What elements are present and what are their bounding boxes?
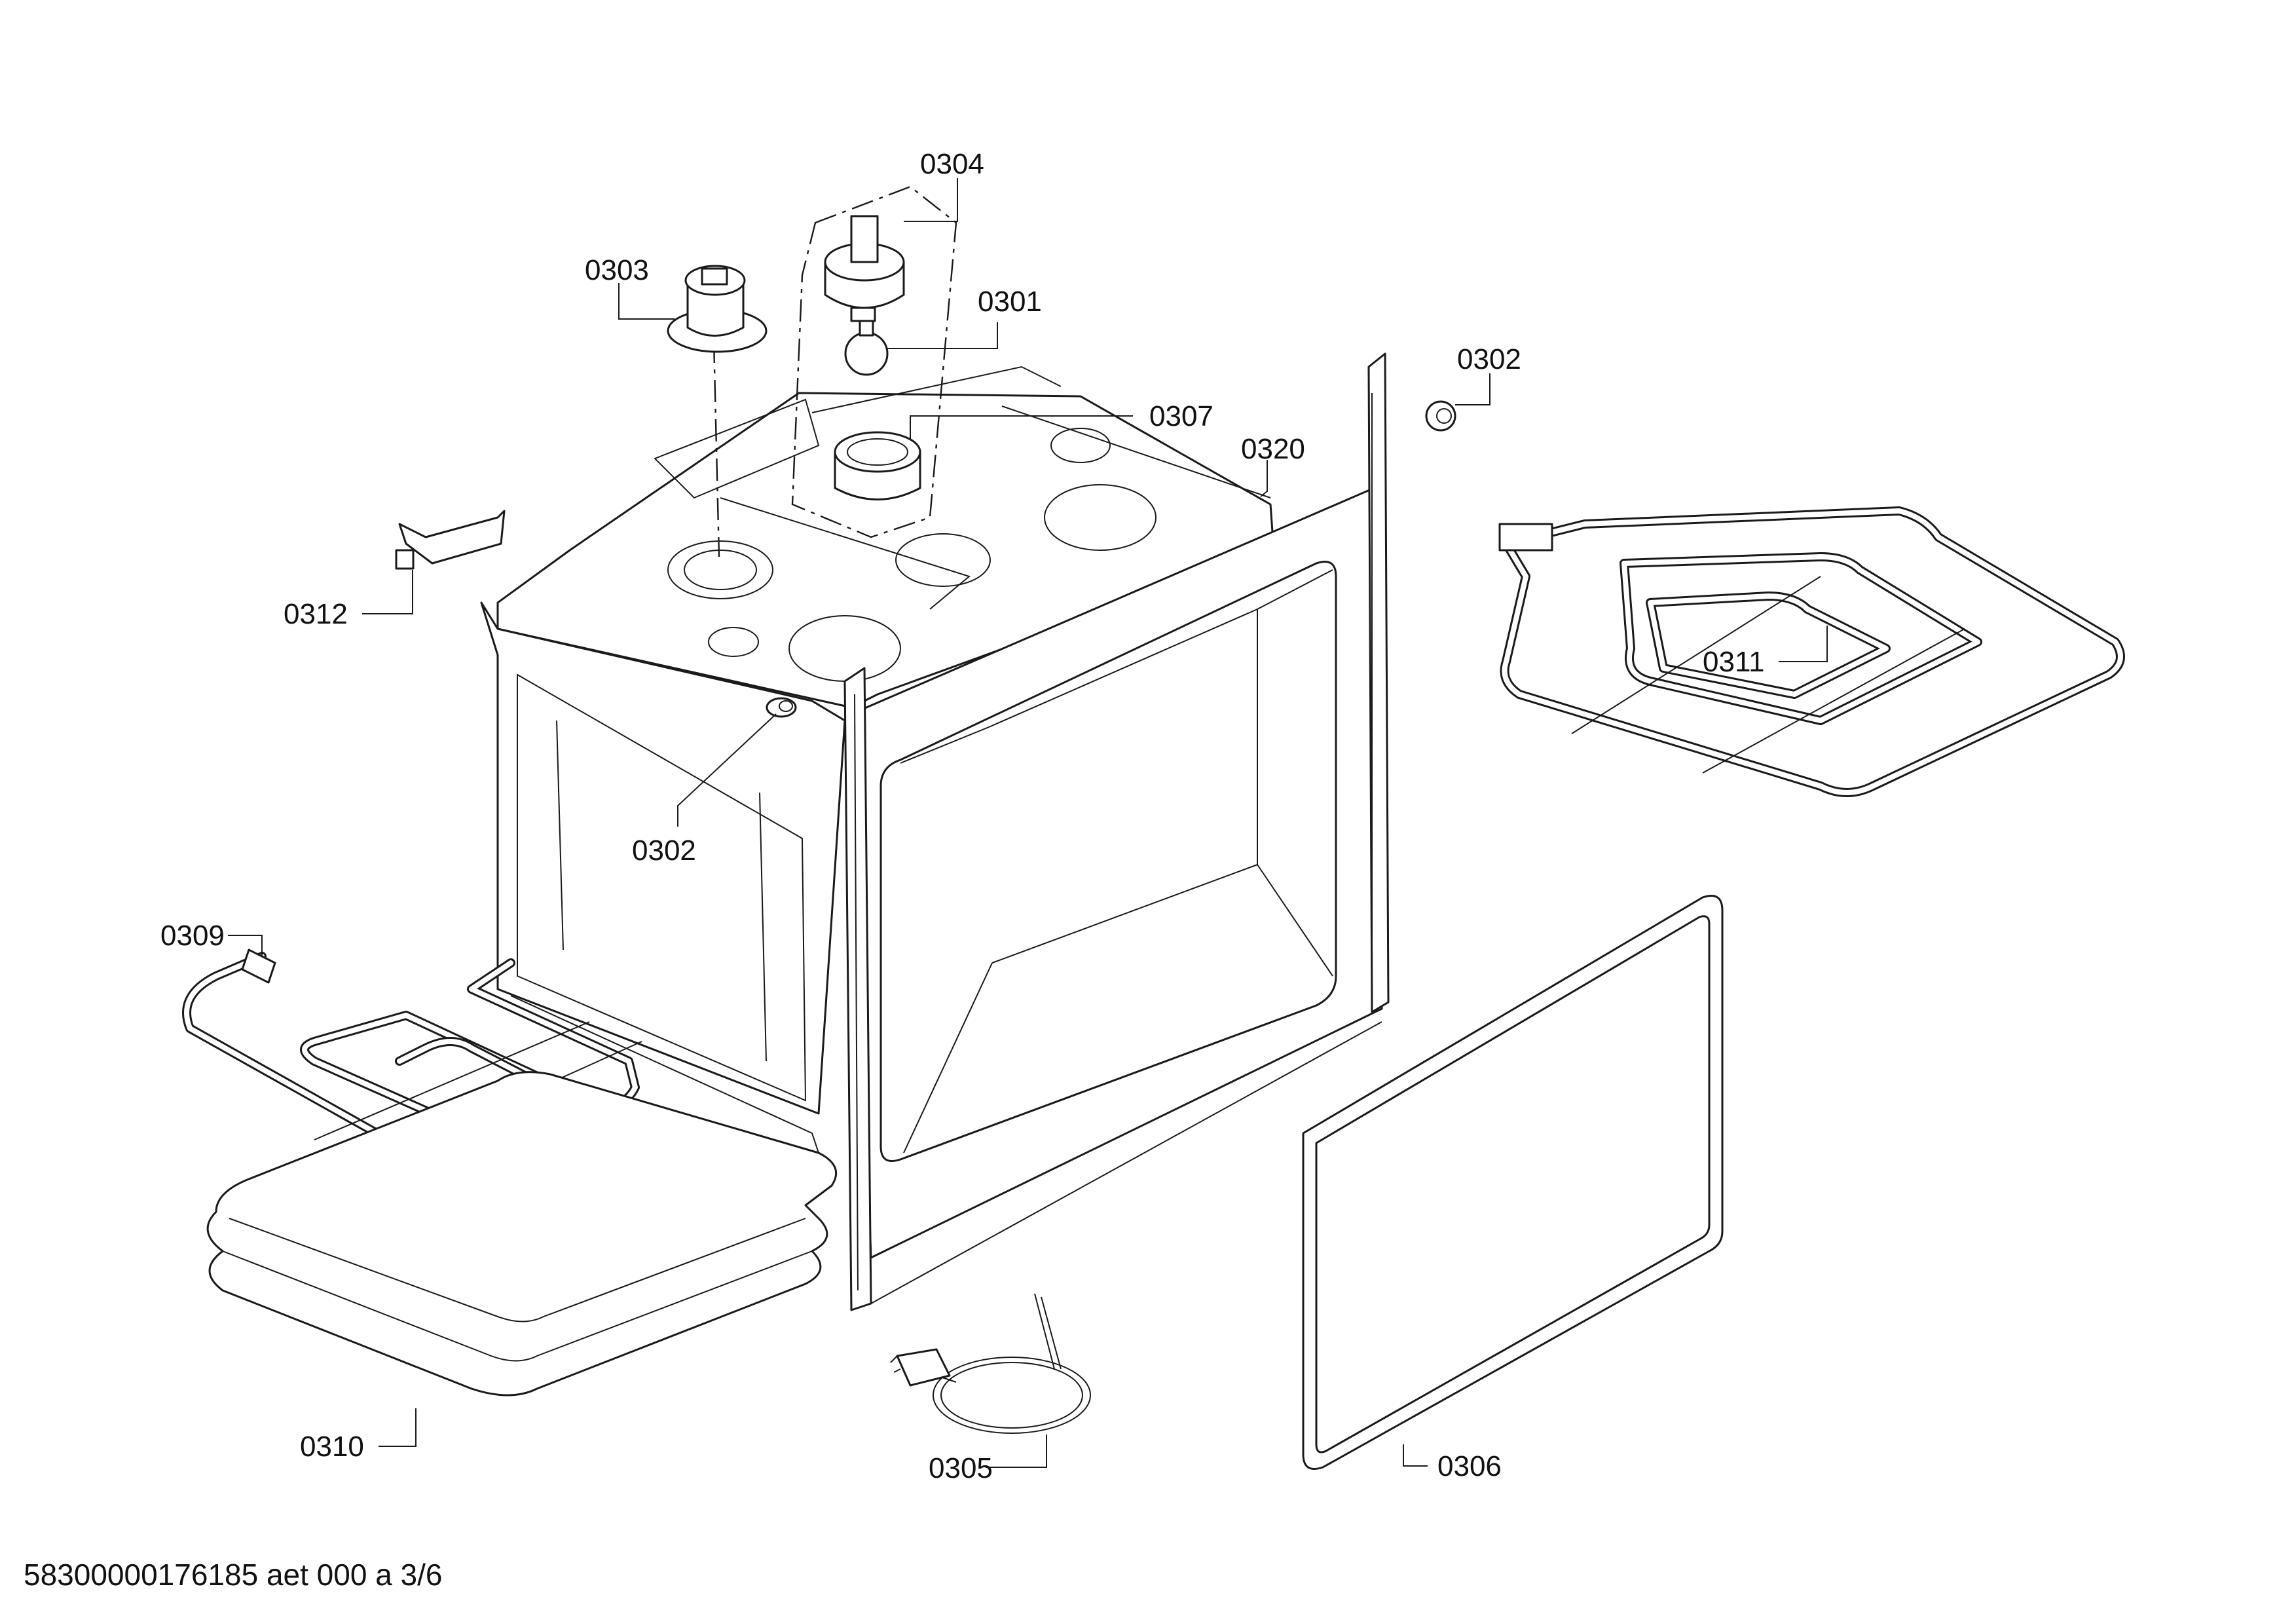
- part-0307-lamp-holder: [834, 431, 921, 500]
- part-0312-bracket: [395, 510, 506, 570]
- footer-document-code: 58300000176185 aet 000 a 3/6: [24, 1558, 443, 1592]
- part-0302-plug-right: [1425, 400, 1456, 432]
- label-0301: 0301: [978, 286, 1042, 318]
- label-0312: 0312: [284, 598, 348, 630]
- label-0304: 0304: [920, 148, 984, 180]
- label-0305: 0305: [929, 1452, 993, 1484]
- label-0309: 0309: [160, 920, 225, 952]
- part-0303-motor: [667, 265, 768, 353]
- label-0307: 0307: [1149, 400, 1213, 432]
- part-0301-lamp: [844, 320, 889, 376]
- part-0311-grill-element: [1498, 506, 2125, 797]
- oven-cavity: [480, 352, 1390, 1311]
- part-labels: 0304 0301 0303 0302 0307 0320 0312 0311 …: [160, 148, 1765, 1484]
- label-0306: 0306: [1437, 1450, 1502, 1482]
- label-0302-left: 0302: [632, 835, 696, 867]
- part-0310-insulation: [206, 1071, 838, 1397]
- label-0303: 0303: [585, 254, 649, 286]
- part-0304-thermostat: [824, 215, 905, 322]
- label-0302-right: 0302: [1457, 343, 1521, 375]
- part-0305-power-cable: [890, 1293, 1091, 1434]
- label-0310: 0310: [300, 1431, 364, 1463]
- label-0320: 0320: [1241, 433, 1305, 465]
- assembly-axes: [713, 185, 957, 557]
- label-0311: 0311: [1703, 646, 1765, 678]
- part-0302-plug-left: [766, 697, 797, 718]
- part-0306-door-gasket: [1302, 895, 1724, 1470]
- leader-lines: [228, 178, 1828, 1468]
